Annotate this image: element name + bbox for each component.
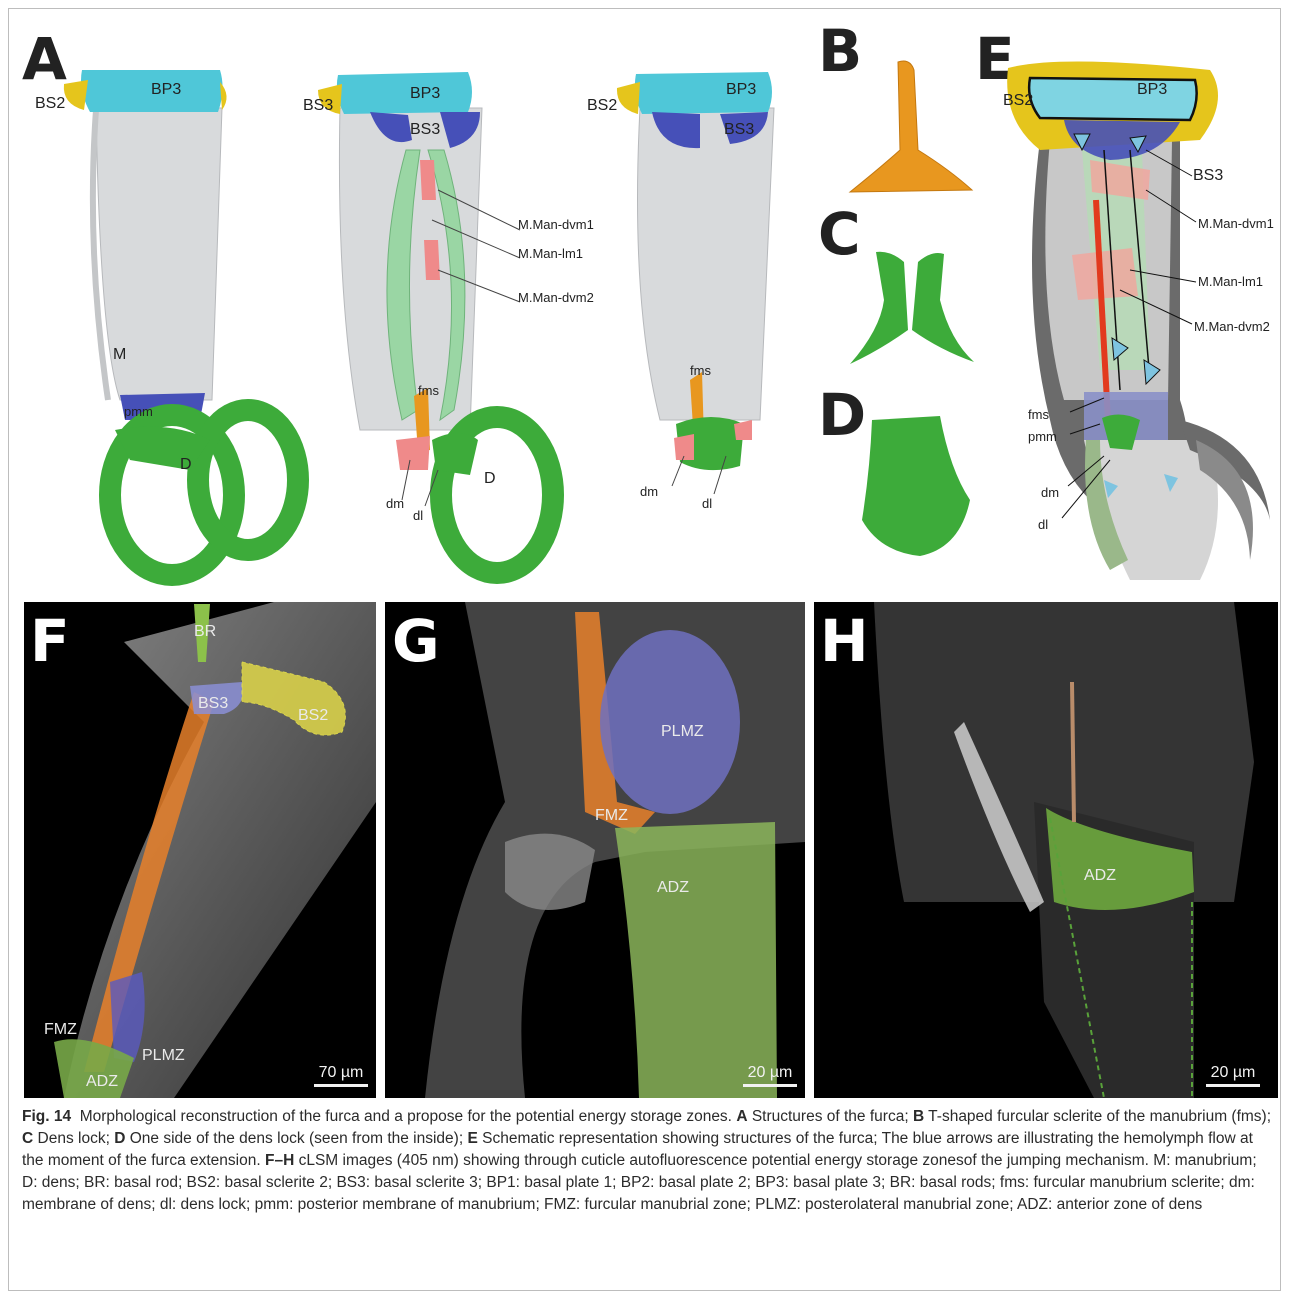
f-label-plmz: PLMZ: [142, 1048, 185, 1064]
panel-h-illustration: [814, 602, 1278, 1098]
panel-g-illustration: [385, 602, 805, 1098]
caption-key-f-h: F–H: [265, 1152, 294, 1169]
caption-text-b: T-shaped furcular sclerite of the manubr…: [928, 1108, 1271, 1125]
g-scale-label: 20 µm: [748, 1064, 793, 1081]
e-label-dvm1: M.Man-dvm1: [1198, 217, 1274, 230]
e-label-dm: dm: [1041, 486, 1059, 499]
caption-key-b: B: [913, 1108, 924, 1125]
caption-key-d: D: [114, 1130, 125, 1147]
f-scale-bar: 70 µm: [314, 1064, 368, 1087]
h-label-adz: ADZ: [1084, 868, 1116, 884]
panel-g-image: PLMZ FMZ ADZ 20 µm: [385, 602, 805, 1098]
f-label-bs2: BS2: [298, 708, 328, 724]
caption-intro: Morphological reconstruction of the furc…: [80, 1108, 732, 1125]
e-label-bs3: BS3: [1193, 168, 1223, 184]
caption-text-c: Dens lock;: [38, 1130, 110, 1147]
e-label-bs2: BS2: [1003, 93, 1033, 109]
g-scale-bar: 20 µm: [743, 1064, 797, 1087]
e-label-pmm: pmm: [1028, 430, 1057, 443]
caption-text-d: One side of the dens lock (seen from the…: [130, 1130, 463, 1147]
g-label-fmz: FMZ: [595, 808, 628, 824]
f-label-adz: ADZ: [86, 1074, 118, 1090]
f-scale-line: [314, 1084, 368, 1087]
g-label-plmz: PLMZ: [661, 724, 704, 740]
caption-text-a: Structures of the furca;: [752, 1108, 909, 1125]
h-scale-bar: 20 µm: [1206, 1064, 1260, 1087]
panel-label-f: F: [30, 612, 68, 670]
panel-label-h: H: [820, 612, 867, 670]
f-scale-label: 70 µm: [319, 1064, 364, 1081]
panel-f-image: BR BS3 BS2 FMZ PLMZ ADZ 70 µm: [24, 602, 376, 1098]
panel-h-image: ADZ 20 µm: [814, 602, 1278, 1098]
g-label-adz: ADZ: [657, 880, 689, 896]
f-label-fmz: FMZ: [44, 1022, 77, 1038]
caption-key-a: A: [736, 1108, 747, 1125]
figure-caption: Fig. 14 Morphological reconstruction of …: [22, 1106, 1272, 1216]
e-label-fms: fms: [1028, 408, 1049, 421]
h-scale-line: [1206, 1084, 1260, 1087]
caption-key-e: E: [467, 1130, 477, 1147]
f-label-bs3: BS3: [198, 696, 228, 712]
panel-e-schematic: [0, 0, 1290, 620]
e-label-dl: dl: [1038, 518, 1048, 531]
e-label-dvm2: M.Man-dvm2: [1194, 320, 1270, 333]
caption-fig-number: Fig. 14: [22, 1108, 71, 1125]
e-label-lm1: M.Man-lm1: [1198, 275, 1263, 288]
panel-label-g: G: [392, 612, 438, 670]
f-label-br: BR: [194, 624, 216, 640]
e-label-bp3: BP3: [1137, 82, 1167, 98]
g-scale-line: [743, 1084, 797, 1087]
caption-key-c: C: [22, 1130, 33, 1147]
h-scale-label: 20 µm: [1211, 1064, 1256, 1081]
